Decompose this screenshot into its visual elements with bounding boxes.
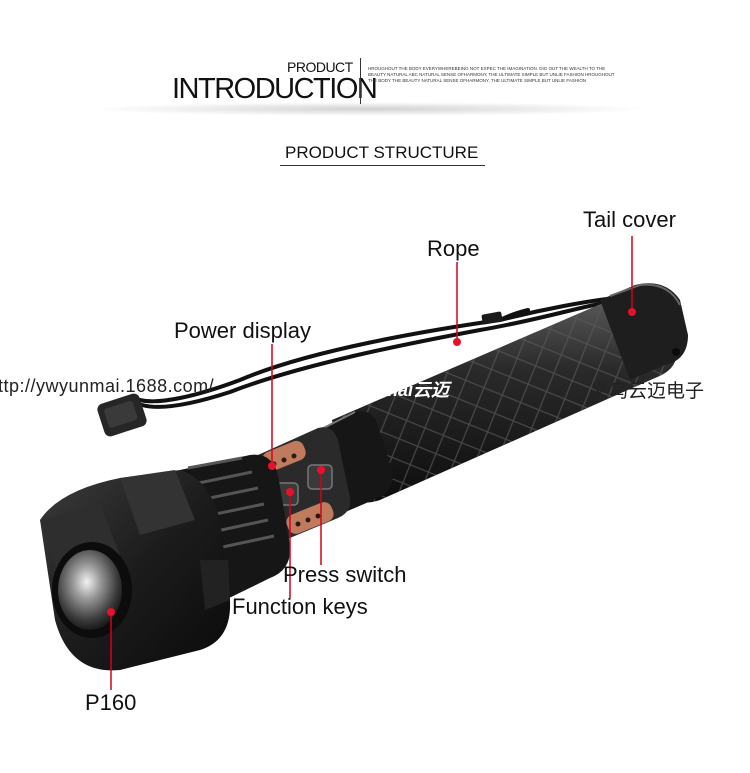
header-shadow <box>90 102 650 116</box>
header-small-title: PRODUCT <box>287 59 353 75</box>
label-power-display: Power display <box>174 318 311 343</box>
label-press-switch: Press switch <box>283 562 407 587</box>
label-rope: Rope <box>427 236 480 261</box>
rope-clip <box>481 311 503 325</box>
header-big-title: INTRODUCTION <box>172 73 378 105</box>
callout-lines <box>110 236 633 690</box>
label-model: P160 <box>85 690 137 715</box>
watermark-company: 义乌云迈电子 <box>590 381 705 402</box>
header-tagline: HROUGHOUT THE BODY EVERYWHEREBEING NOT E… <box>368 66 615 83</box>
section-title-underline <box>280 165 485 166</box>
header-divider <box>360 58 361 104</box>
watermark-brand: yunmai云迈 <box>350 380 450 400</box>
flashlight-head <box>40 454 291 671</box>
label-function-keys: Function keys <box>232 594 368 619</box>
watermark-url: ttp://ywyunmai.1688.com/ <box>0 376 215 396</box>
lanyard-stopper <box>97 393 147 437</box>
label-tail-cover: Tail cover <box>583 207 676 232</box>
callout-dots <box>107 308 636 616</box>
section-title: PRODUCT STRUCTURE <box>285 143 479 162</box>
lanyard-rope <box>138 295 627 409</box>
intro-header: PRODUCT INTRODUCTION HROUGHOUT THE BODY … <box>0 50 750 120</box>
